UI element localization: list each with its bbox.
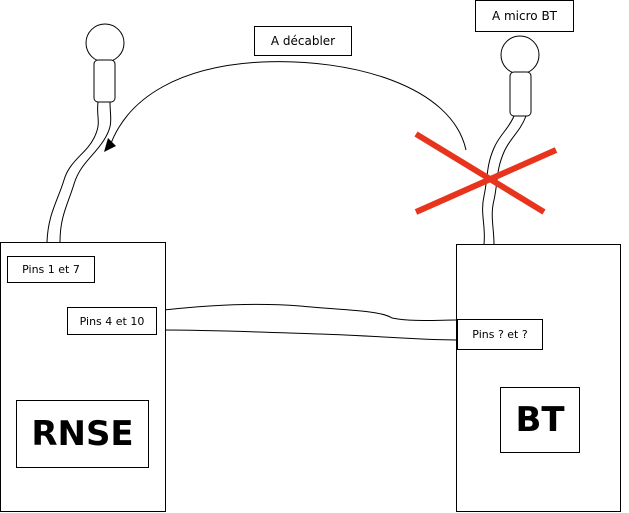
arrow-head (104, 138, 116, 152)
label-a-decabler: A décabler (254, 26, 352, 56)
right-cable-outer (482, 115, 515, 245)
bt-unit (456, 244, 621, 512)
left-cable-inner (59, 101, 112, 243)
left-microphone-head (85, 23, 125, 63)
left-microphone-body (93, 59, 116, 103)
left-cable-outer (46, 101, 99, 243)
red-cross-line-1 (414, 131, 546, 215)
label-pins-unknown: Pins ? et ? (457, 319, 543, 350)
label-bt: BT (500, 387, 580, 453)
label-a-micro-bt: A micro BT (475, 0, 574, 32)
curved-arrow (109, 61, 467, 151)
red-cross-line-2 (414, 147, 558, 215)
link-wire-bottom (163, 329, 457, 341)
label-pins-4-10: Pins 4 et 10 (67, 307, 157, 335)
right-microphone-head (500, 35, 540, 75)
link-wire-top (163, 303, 457, 321)
label-pins-1-7: Pins 1 et 7 (7, 256, 95, 283)
right-microphone-body (509, 71, 532, 117)
label-rnse: RNSE (16, 400, 149, 468)
right-cable-inner (491, 115, 527, 245)
